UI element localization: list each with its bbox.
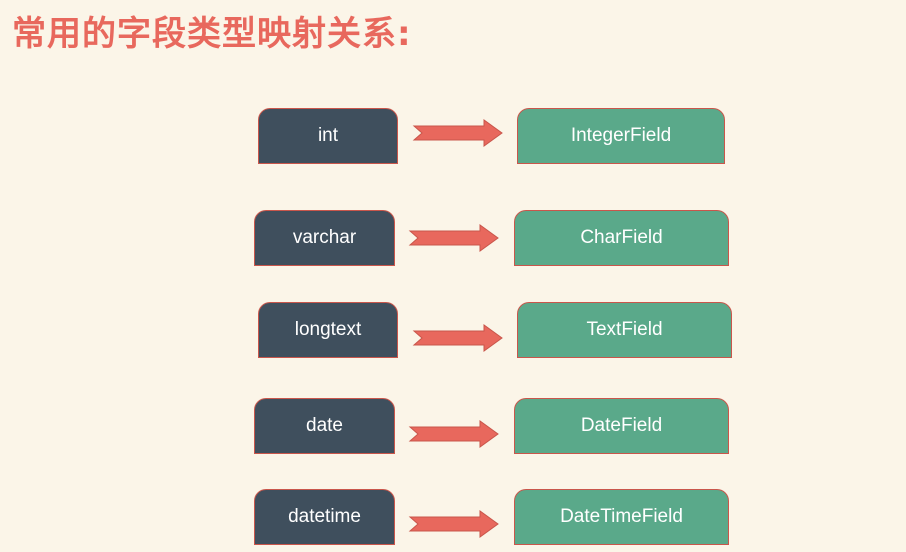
mapping-arrow-icon [408,224,499,252]
model-field-box-datefield: DateField [514,398,729,454]
model-field-box-datetimefield: DateTimeField [514,489,729,545]
db-type-label: int [317,125,339,146]
mapping-arrow-icon [412,324,503,352]
db-type-box-datetime: datetime [254,489,395,545]
db-type-label: datetime [288,506,361,527]
model-field-box-charfield: CharField [514,210,729,266]
db-type-label: date [306,415,343,436]
db-type-box-varchar: varchar [254,210,395,266]
model-field-label: DateField [580,415,663,436]
db-type-box-longtext: longtext [258,302,398,358]
model-field-label: IntegerField [570,125,672,146]
model-field-label: CharField [580,227,663,248]
model-field-label: TextField [586,319,663,340]
model-field-label: DateTimeField [560,506,683,527]
mapping-arrow-icon [408,510,499,538]
model-field-box-integerfield: IntegerField [517,108,725,164]
model-field-box-textfield: TextField [517,302,732,358]
page-title: 常用的字段类型映射关系: [12,14,412,54]
db-type-box-date: date [254,398,395,454]
mapping-arrow-icon [412,119,503,147]
db-type-box-int: int [258,108,398,164]
db-type-label: longtext [294,319,362,340]
db-type-label: varchar [292,227,357,248]
mapping-arrow-icon [408,420,499,448]
